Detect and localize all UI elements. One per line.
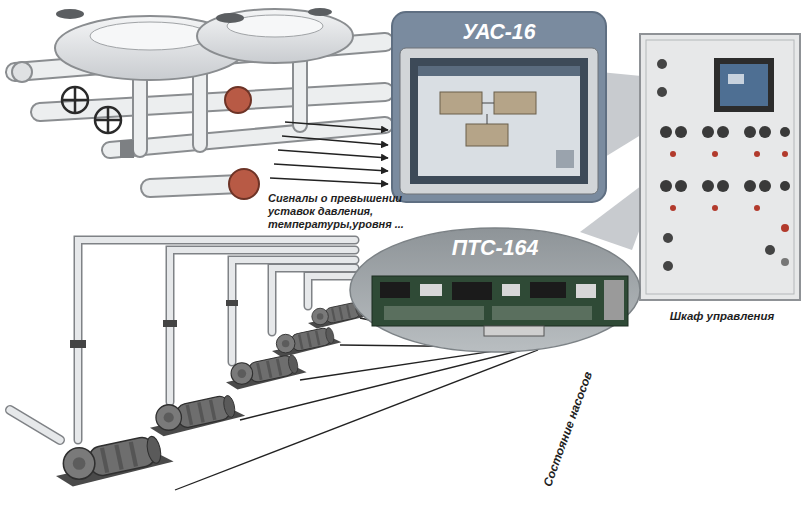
controller-board-callout: ПТС-164 bbox=[350, 226, 640, 352]
callout-title: ПТС-164 bbox=[350, 236, 640, 261]
status-note: Состояние насосов bbox=[540, 368, 596, 491]
control-cabinet-box: Шкаф управления bbox=[636, 30, 808, 330]
caption-text: Шкаф управления bbox=[636, 310, 808, 322]
pump-pipes bbox=[10, 240, 355, 440]
controller-board bbox=[350, 228, 640, 352]
touch-panel bbox=[392, 12, 606, 202]
callout-title: УАС-16 bbox=[392, 20, 606, 44]
signal-wires bbox=[270, 122, 388, 184]
control-cabinet bbox=[640, 34, 800, 300]
signal-note: Сигналы о превышении уставок давления, т… bbox=[268, 192, 440, 231]
touch-panel-callout: УАС-16 bbox=[392, 12, 606, 202]
filter-tanks bbox=[12, 8, 385, 199]
pumps bbox=[56, 301, 370, 487]
